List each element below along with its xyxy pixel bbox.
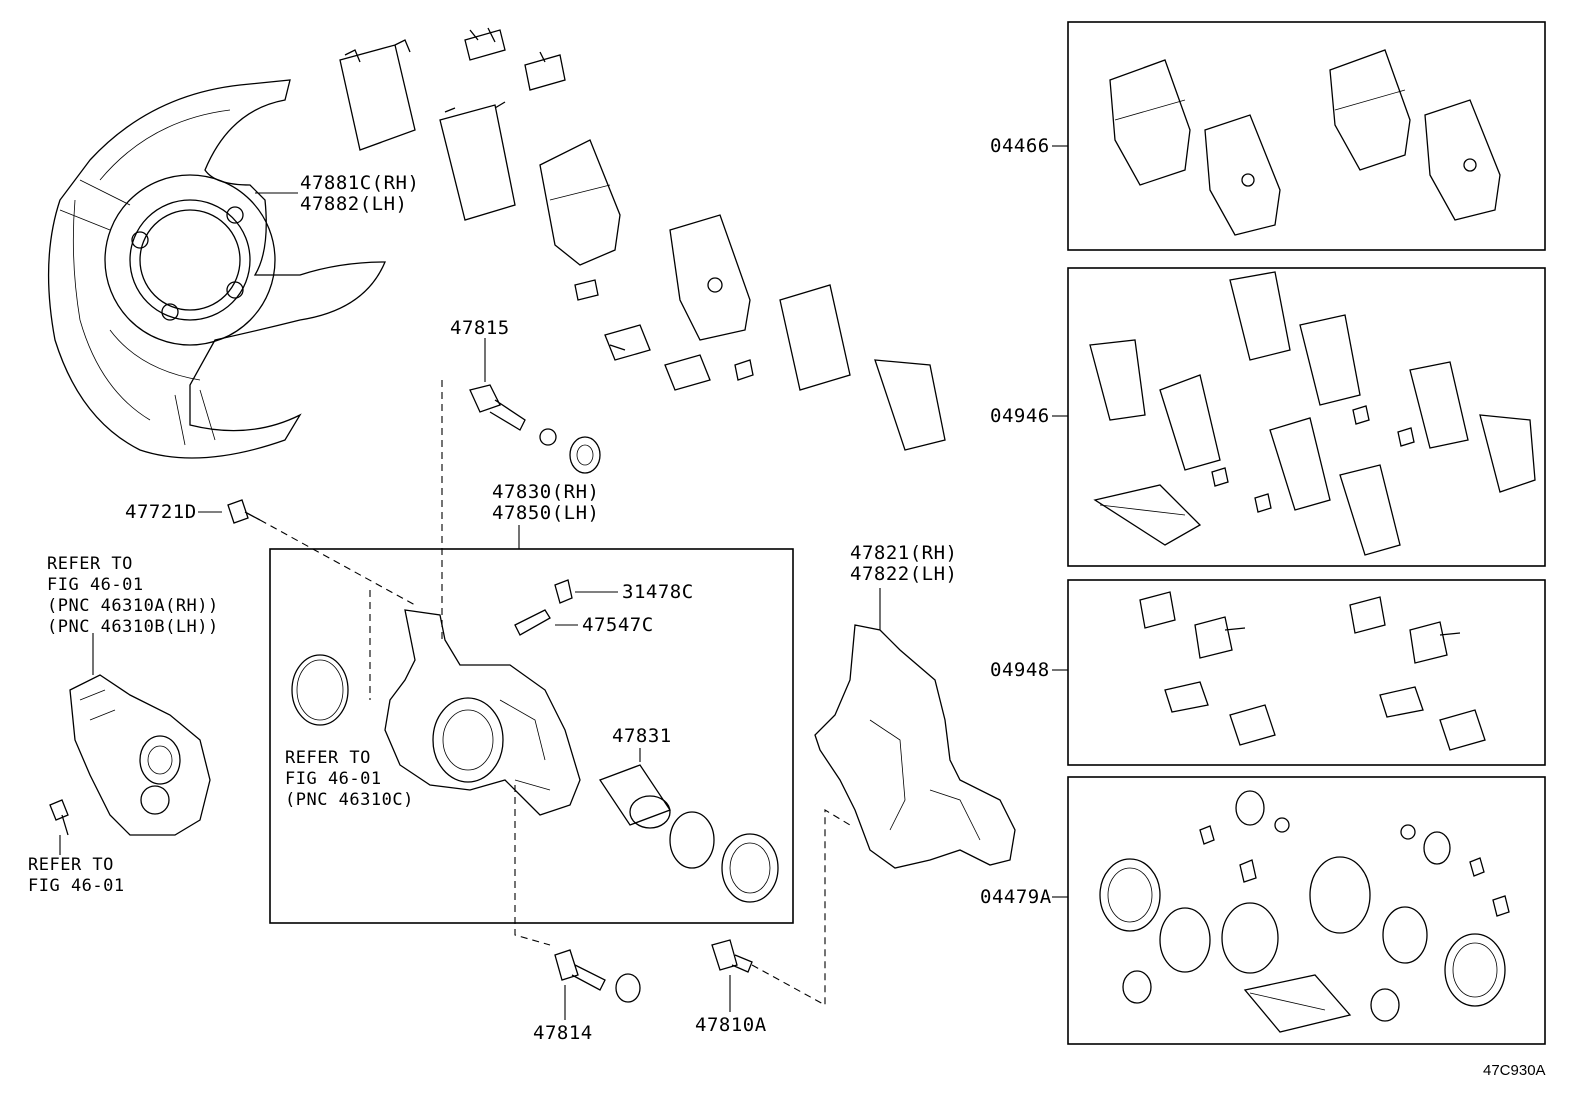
parking-brake-motor[interactable] — [69, 674, 211, 836]
caliper-assembly-box — [269, 548, 794, 924]
label-47881c-47882[interactable]: 47881C(RH) 47882(LH) — [300, 172, 420, 215]
pad-clip-top-1[interactable] — [464, 27, 506, 61]
piston-seal[interactable] — [669, 811, 715, 869]
pin-boot-lower[interactable] — [615, 973, 641, 1003]
bleeder-plug-47547c[interactable] — [514, 609, 551, 636]
brake-pad-inner[interactable] — [539, 139, 621, 266]
kit-box-04479a — [1067, 776, 1546, 1045]
shim-plate-4[interactable] — [874, 359, 946, 451]
label-47831[interactable]: 47831 — [612, 725, 672, 747]
label-04466[interactable]: 04466 — [990, 135, 1050, 157]
brake-pad-outer[interactable] — [669, 214, 751, 341]
bolt-47721d[interactable] — [227, 499, 261, 524]
piston-47831[interactable] — [599, 764, 671, 829]
pad-kit-pads[interactable] — [1109, 49, 1501, 236]
pad-wear-indicator[interactable] — [574, 279, 599, 301]
label-47721d[interactable]: 47721D — [125, 501, 197, 523]
label-31478c[interactable]: 31478C — [622, 581, 694, 603]
shim-plate-1[interactable] — [339, 39, 416, 151]
kit-box-04948 — [1067, 579, 1546, 766]
label-47815[interactable]: 47815 — [450, 317, 510, 339]
piston-boot[interactable] — [721, 833, 779, 903]
label-47547c[interactable]: 47547C — [582, 614, 654, 636]
pad-support-clip-1[interactable] — [604, 324, 651, 361]
label-47810a[interactable]: 47810A — [695, 1014, 767, 1036]
shim-kit-parts[interactable] — [1089, 271, 1536, 556]
refer-to-seal-note[interactable]: REFER TO FIG 46-01 (PNC 46310C) — [285, 748, 414, 810]
label-04948[interactable]: 04948 — [990, 659, 1050, 681]
caliper-body[interactable] — [384, 609, 581, 816]
figure-id: 47C930A — [1483, 1062, 1546, 1079]
pin-boot-small[interactable] — [539, 428, 557, 446]
dust-shield-illustration[interactable] — [47, 79, 386, 459]
label-47821-47822[interactable]: 47821(RH) 47822(LH) — [850, 542, 958, 585]
pin-boot-upper[interactable] — [569, 436, 601, 474]
kit-box-04466 — [1067, 21, 1546, 251]
label-04479a[interactable]: 04479A — [980, 886, 1052, 908]
mount-bolt-47810a[interactable] — [711, 939, 753, 973]
label-04946[interactable]: 04946 — [990, 405, 1050, 427]
label-47830-47850[interactable]: 47830(RH) 47850(LH) — [492, 481, 600, 524]
piston-seal-ring[interactable] — [291, 654, 349, 726]
pad-support-clip-2[interactable] — [664, 354, 711, 391]
refer-to-motor-note[interactable]: REFER TO FIG 46-01 (PNC 46310A(RH)) (PNC… — [47, 554, 219, 637]
slide-pin-lower[interactable] — [554, 949, 606, 991]
pad-clip-top-2[interactable] — [524, 51, 566, 91]
slide-pin-upper[interactable] — [469, 384, 526, 431]
label-47814[interactable]: 47814 — [533, 1022, 593, 1044]
shim-plate-3[interactable] — [779, 284, 851, 391]
motor-bolt[interactable] — [49, 799, 69, 836]
clip-kit-parts[interactable] — [1139, 591, 1486, 751]
shim-plate-2[interactable] — [439, 101, 516, 221]
refer-to-bolt-note[interactable]: REFER TO FIG 46-01 — [28, 855, 125, 896]
bleeder-cap-31478c[interactable] — [554, 579, 573, 604]
kit-box-04946 — [1067, 267, 1546, 567]
anti-squeal-clip[interactable] — [734, 359, 754, 381]
seal-kit-parts[interactable] — [1099, 790, 1510, 1033]
caliper-bracket[interactable] — [814, 624, 1016, 869]
